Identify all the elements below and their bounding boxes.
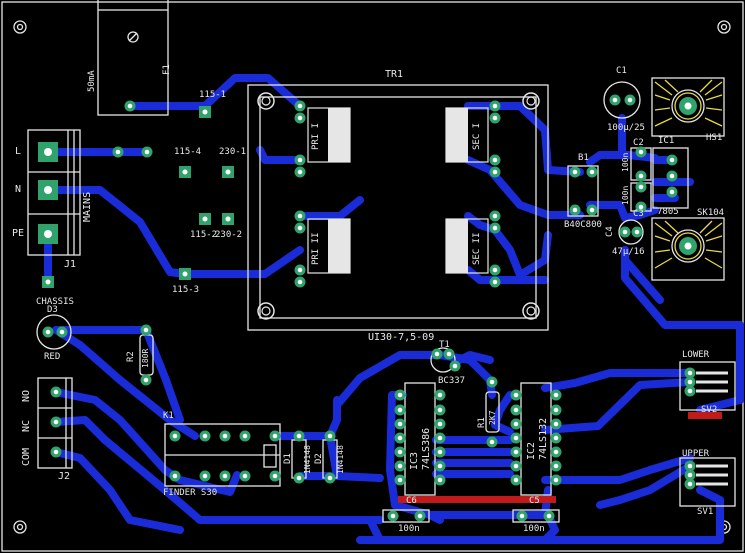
label-sec1: SEC I: [472, 122, 482, 150]
label-r1-value: 2K7: [488, 410, 497, 425]
label-fuse-rating: 50mA: [87, 70, 97, 92]
label-ic3-value: 74LS386: [421, 427, 432, 470]
label-chassis: CHASSIS: [36, 297, 74, 307]
label-pri1: PRI I: [311, 122, 321, 150]
label-k1: K1: [163, 411, 174, 421]
transformer-windings: [328, 108, 468, 273]
label-tap-230-1: 230-1: [219, 147, 247, 157]
label-c2: C2: [633, 138, 644, 148]
label-c2-value: 100n: [621, 152, 630, 172]
label-tap-115-1: 115-1: [199, 90, 227, 100]
label-sk104: SK104: [697, 208, 725, 218]
label-c4-value: 47μ/16: [612, 247, 645, 257]
label-c1: C1: [616, 66, 627, 76]
label-tap-230-2: 230-2: [215, 230, 243, 240]
pads: [38, 94, 697, 522]
label-c4: C4: [605, 226, 615, 237]
label-com: COM: [21, 447, 32, 466]
label-bc337: BC337: [438, 376, 466, 386]
label-r1: R1: [477, 417, 487, 428]
label-ic1: IC1: [658, 136, 675, 146]
label-ic2: IC2: [526, 441, 537, 460]
label-ic2-value: 74LS132: [538, 417, 549, 460]
label-upper: UPPER: [682, 449, 710, 459]
label-n: N: [15, 184, 22, 195]
label-f1: F1: [162, 64, 172, 75]
label-c1-value: 100μ/25: [607, 123, 645, 133]
label-d3: D3: [47, 305, 58, 315]
label-c3: C3: [633, 209, 644, 219]
label-red: RED: [44, 352, 61, 362]
label-ic3: IC3: [409, 451, 420, 470]
label-no: NO: [21, 389, 32, 402]
silkscreen: [27, 0, 736, 523]
label-c6: C6: [406, 496, 417, 506]
jumper-sv2: [688, 412, 722, 419]
label-d1-value: 1N4148: [303, 445, 312, 474]
label-t1: T1: [439, 340, 450, 350]
label-b1-value: B40C800: [564, 220, 602, 230]
label-lower: LOWER: [682, 350, 710, 360]
label-hs1: HS1: [706, 133, 723, 143]
label-r2-value: 180R: [141, 348, 150, 368]
label-j1: J1: [64, 259, 77, 270]
label-sec2: SEC II: [472, 232, 482, 265]
label-c5-value: 100n: [523, 524, 545, 534]
label-b1: B1: [578, 153, 589, 163]
label-pe: PE: [12, 228, 25, 239]
label-d2-value: 1N4148: [336, 445, 345, 474]
label-tr1: TR1: [385, 69, 404, 80]
label-c5: C5: [529, 496, 540, 506]
label-mains: MAINS: [82, 191, 93, 222]
label-nc: NC: [21, 419, 32, 432]
label-c6-value: 100n: [398, 524, 420, 534]
label-tap-115-2: 115-2: [190, 230, 218, 240]
label-j2: J2: [58, 471, 71, 482]
label-transformer-model: UI30-7,5-09: [368, 332, 435, 343]
label-d2: D2: [314, 453, 324, 464]
label-ic1-value: 7805: [657, 207, 679, 217]
label-pri2: PRI II: [311, 232, 321, 265]
heatsink-fins: [654, 79, 723, 269]
label-tap-115-3: 115-3: [172, 285, 200, 295]
label-d1: D1: [283, 453, 293, 464]
label-c3-value: 100n: [621, 185, 630, 205]
jumper-c5c6: [398, 496, 556, 503]
label-sv1: SV1: [697, 507, 714, 517]
label-tap-115-4: 115-4: [174, 147, 202, 157]
label-r2: R2: [126, 351, 136, 362]
label-finder: FINDER S30: [163, 488, 218, 498]
label-sv2: SV2: [701, 405, 718, 415]
label-l: L: [15, 146, 22, 157]
